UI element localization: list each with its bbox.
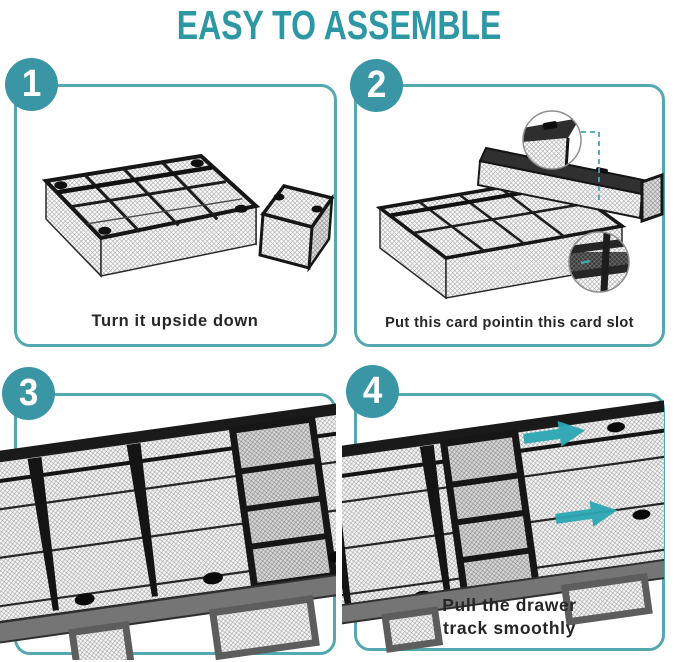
- step-number-badge: 1: [5, 58, 58, 111]
- magnifier-inset-icon: [522, 110, 582, 170]
- step-number-badge: 2: [350, 59, 403, 112]
- page-title: EASY TO ASSEMBLE: [177, 2, 502, 48]
- drawer-box-part: [258, 184, 334, 273]
- step-number-badge: 3: [2, 367, 55, 420]
- pull-arrow-icon: [555, 500, 618, 527]
- track-install-illustration: [375, 110, 664, 300]
- drawer-track-part: [476, 146, 664, 224]
- dashed-guide-line: [581, 131, 600, 204]
- pull-arrow-icon: [523, 420, 586, 447]
- organizer-deck: [0, 402, 336, 660]
- organizer-deck: [342, 399, 664, 653]
- step-number-badge: 4: [346, 365, 399, 418]
- step-caption: Pull the drawer track smoothly: [442, 595, 577, 639]
- magnifier-inset-icon: [568, 231, 630, 293]
- step-caption: Put this card pointin this card slot: [385, 315, 634, 331]
- pull-track-illustration: [342, 399, 664, 653]
- organizer-parts-illustration: [41, 153, 334, 278]
- assembled-organizer-illustration: [0, 402, 336, 660]
- step-caption: Turn it upside down: [91, 312, 259, 330]
- flipped-tray: [41, 153, 261, 278]
